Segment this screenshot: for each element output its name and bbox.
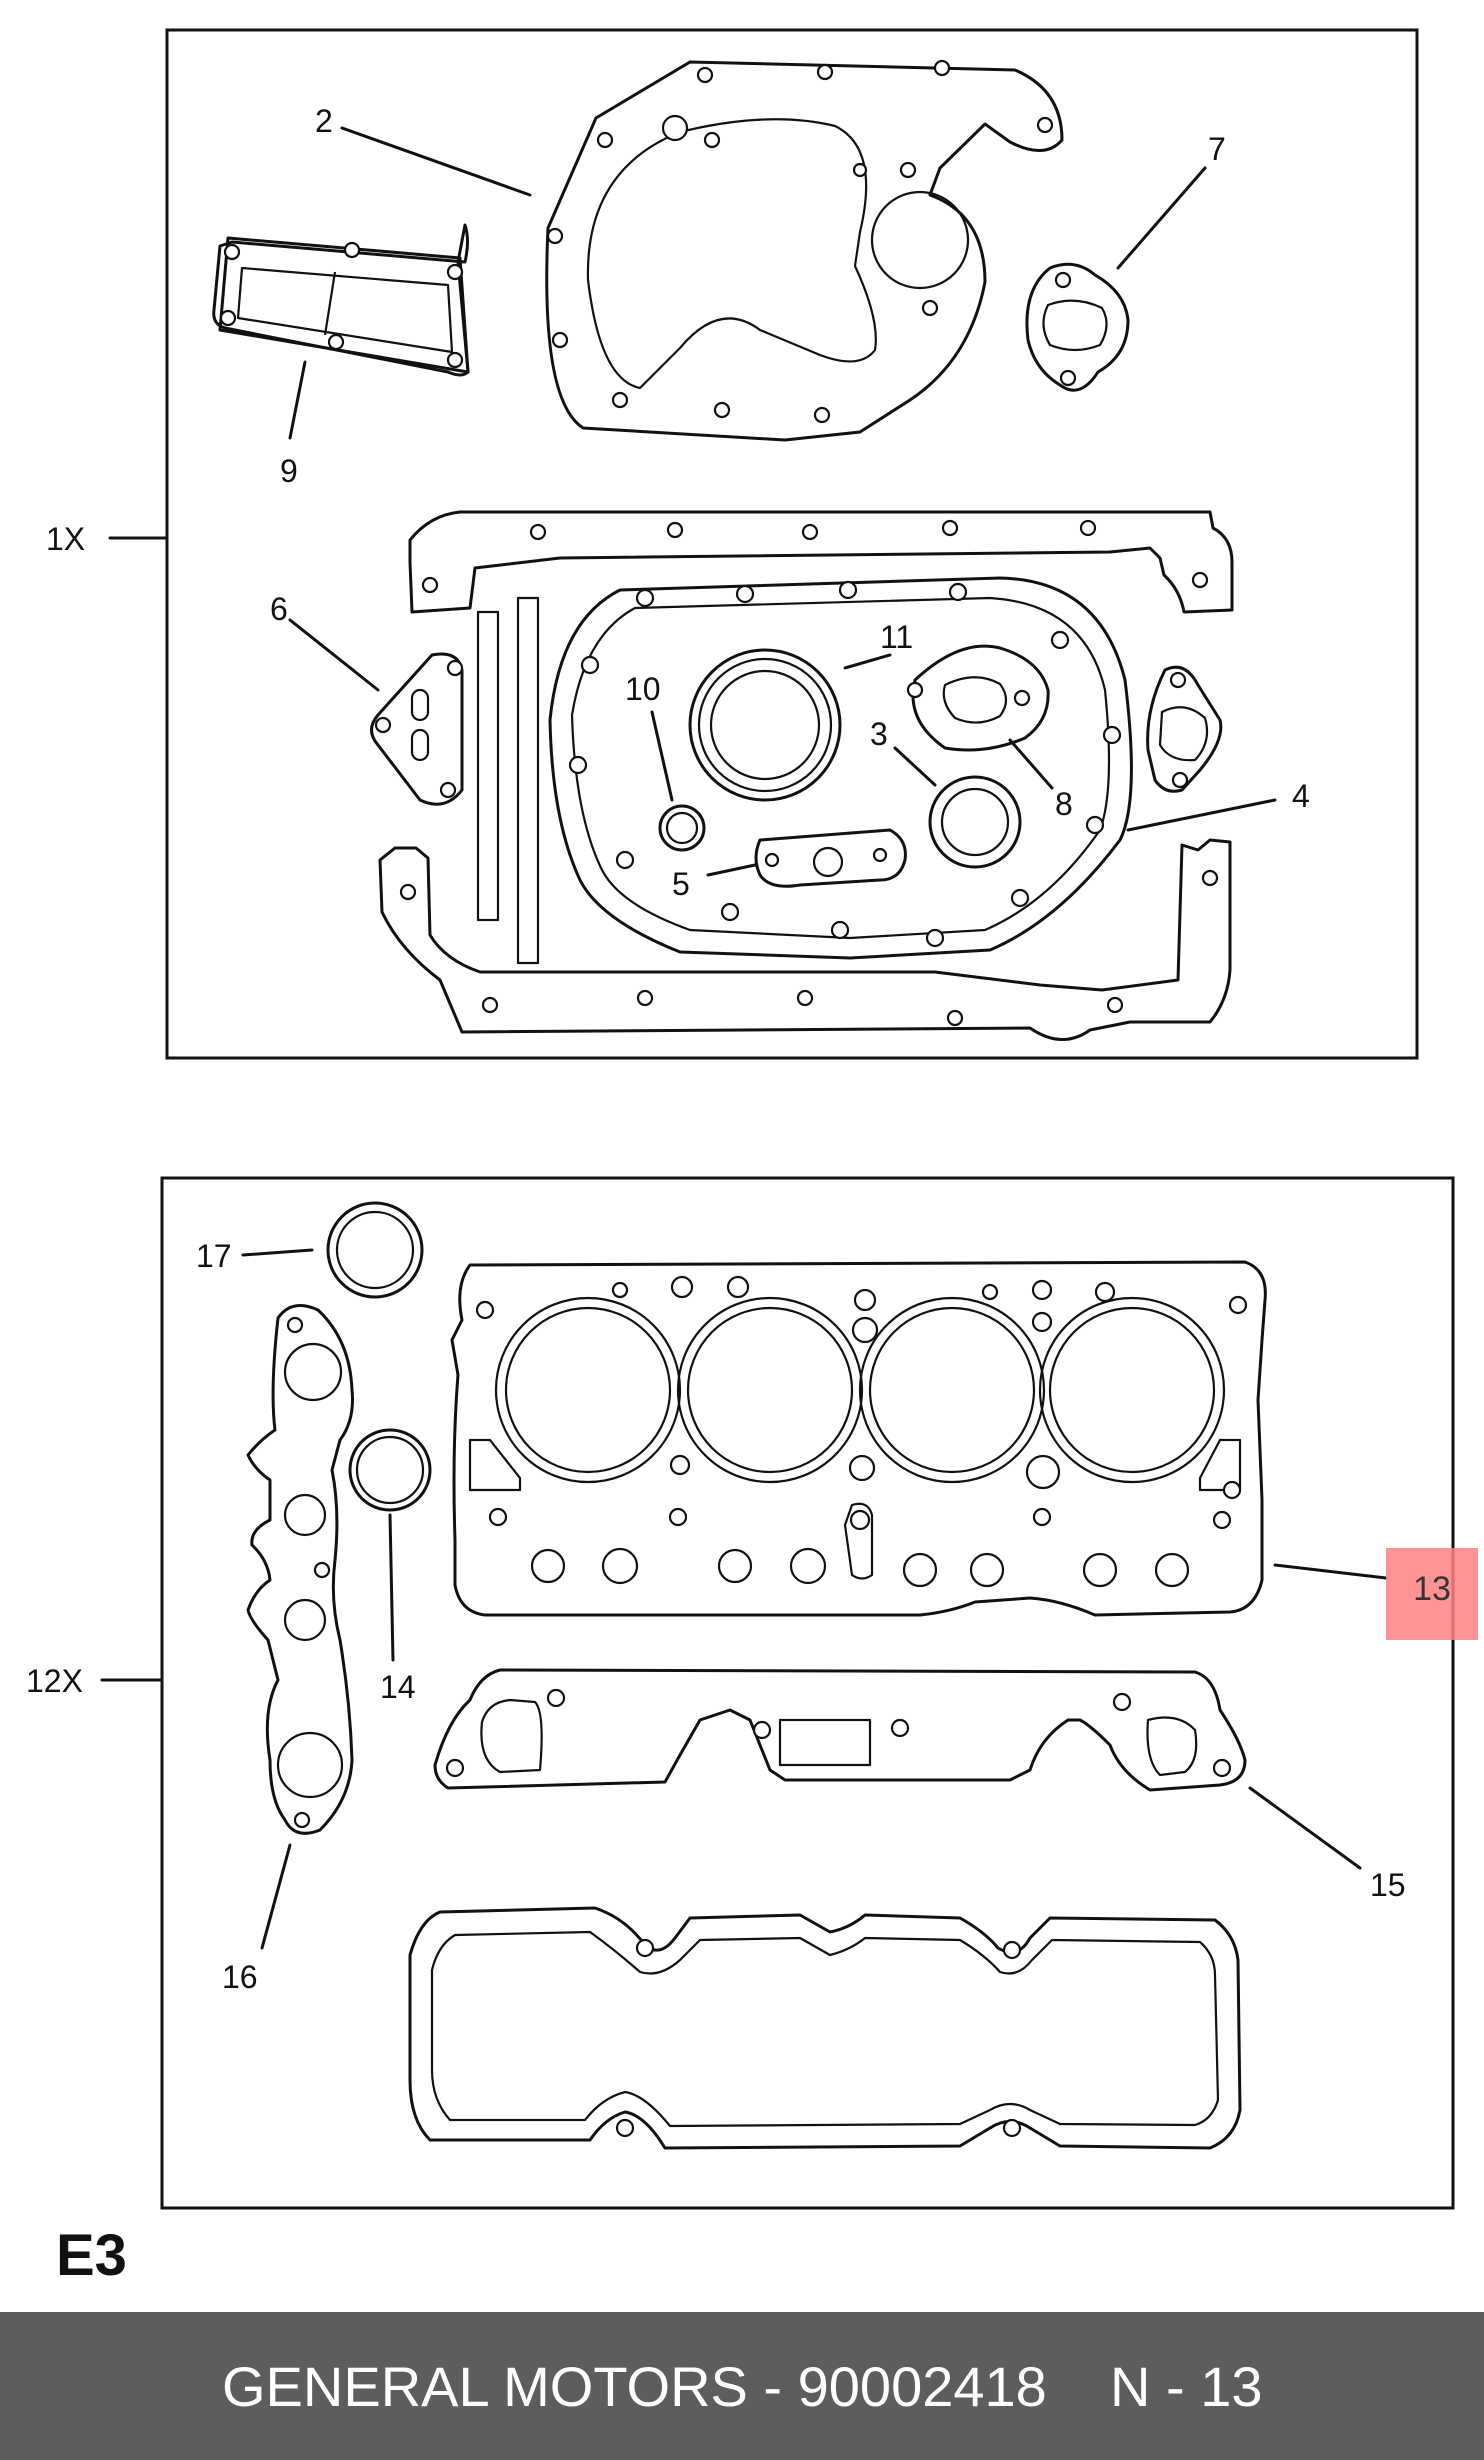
footer-page-number: N - 13 — [1110, 2355, 1263, 2418]
right-flange-gasket — [1146, 665, 1223, 793]
leader-9 — [288, 360, 307, 440]
callout-13: 13 — [1413, 1570, 1451, 1608]
part-2-timing-cover-gasket — [545, 59, 1064, 442]
callout-14: 14 — [380, 1669, 416, 1705]
callout-4: 4 — [1292, 778, 1310, 814]
leader-5 — [706, 863, 757, 877]
callout-11: 11 — [880, 619, 913, 655]
callout-9: 9 — [280, 453, 298, 489]
leader-16 — [260, 1843, 292, 1950]
gasket-set-diagram: 1X 2 7 9 6 11 10 3 8 5 4 — [26, 28, 1455, 2210]
part-5-inlet-gasket — [754, 828, 907, 888]
part-4-oil-pan-gasket — [378, 510, 1234, 1041]
upper-kit-frame — [165, 28, 1419, 1060]
rocker-cover-gasket — [408, 1906, 1242, 2150]
leader-11 — [843, 653, 892, 670]
leader-6 — [288, 618, 380, 692]
callout-17: 17 — [196, 1238, 232, 1274]
part-2-bore — [870, 190, 970, 290]
callout-13-highlight: 13 — [1386, 1548, 1478, 1640]
callout-7: 7 — [1208, 131, 1226, 167]
callout-3: 3 — [870, 716, 888, 752]
part-10-small-seal — [658, 804, 706, 852]
part-9-cover-gasket — [212, 223, 470, 377]
part-14-o-ring — [348, 1428, 432, 1512]
part-7-flange-gasket — [1025, 262, 1130, 392]
callout-8: 8 — [1055, 786, 1073, 822]
lower-kit-frame — [160, 1176, 1455, 2210]
part-16-manifold-gasket — [246, 1304, 354, 1835]
callout-6: 6 — [270, 591, 288, 627]
part-6-end-flange-gasket — [370, 652, 464, 806]
callout-1x: 1X — [46, 521, 85, 557]
leader-17 — [241, 1248, 314, 1257]
leader-13 — [1273, 1563, 1388, 1580]
leader-4 — [1126, 798, 1277, 832]
part-17-o-ring — [326, 1201, 424, 1299]
leader-15 — [1248, 1786, 1362, 1870]
part-8-pump-gasket — [906, 644, 1050, 752]
callout-2: 2 — [315, 103, 333, 139]
callout-16: 16 — [222, 1959, 258, 1995]
leader-14 — [388, 1513, 395, 1662]
part-13-cylinder-head-gasket — [450, 1260, 1267, 1617]
callout-12x: 12X — [26, 1663, 83, 1699]
leader-8 — [1008, 738, 1054, 790]
part-15-intake-manifold-gasket — [433, 1668, 1247, 1792]
page-code: E3 — [56, 2223, 127, 2288]
leader-7 — [1116, 166, 1207, 270]
part-3-seal-ring — [928, 775, 1022, 869]
rail-strips — [476, 596, 540, 965]
leader-3 — [893, 746, 937, 787]
leader-10 — [650, 710, 674, 802]
callout-15: 15 — [1370, 1867, 1406, 1903]
part-4-crankcase-gasket — [548, 576, 1133, 960]
callout-5: 5 — [672, 866, 690, 902]
footer-bar: GENERAL MOTORS - 90002418 N - 13 — [0, 2312, 1484, 2460]
part-11-rear-main-seal — [688, 648, 842, 802]
leader-2 — [340, 126, 532, 197]
callout-10: 10 — [625, 671, 661, 707]
footer-brand-part-number: GENERAL MOTORS - 90002418 — [222, 2355, 1047, 2418]
